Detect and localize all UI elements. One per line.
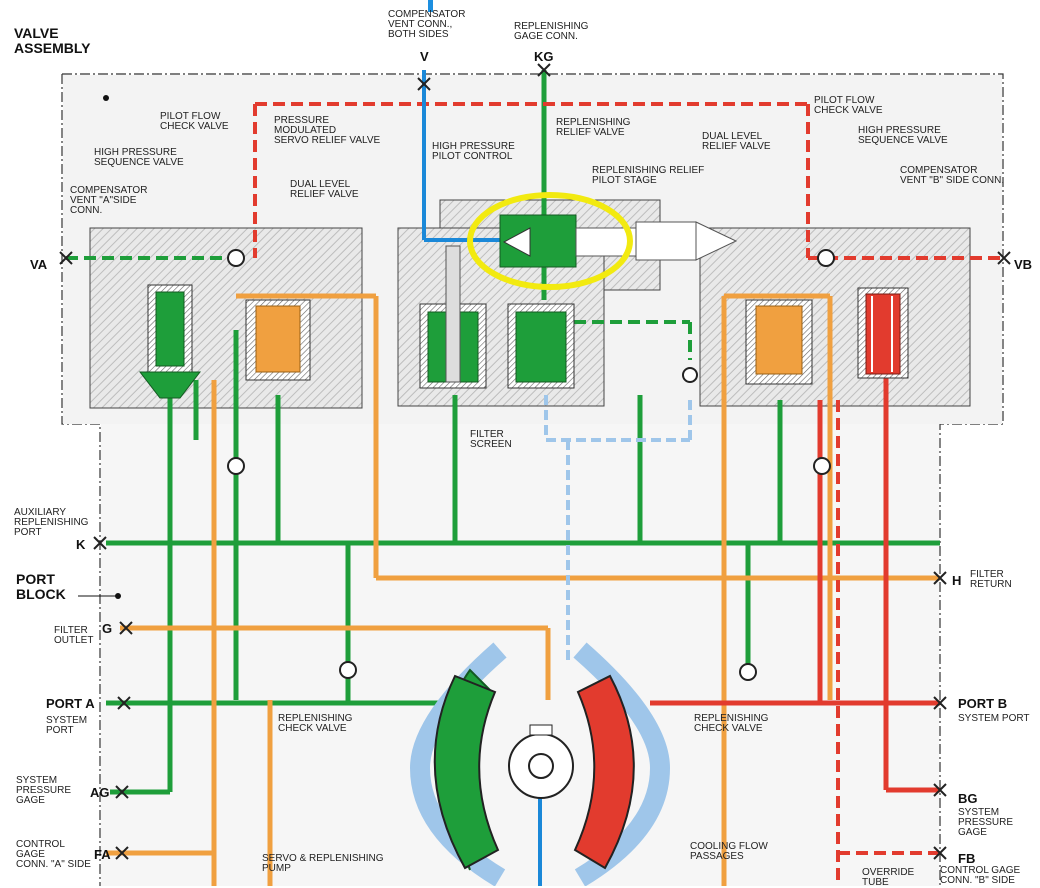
label-va: VA (30, 257, 48, 272)
label-repl-relief-pilot: REPLENISHING RELIEF PILOT STAGE (592, 165, 705, 186)
label-hp-seq-right: HIGH PRESSURE SEQUENCE VALVE (858, 125, 948, 146)
label-port-a: PORT A (46, 696, 95, 711)
label-hp-pilot: HIGH PRESSURE PILOT CONTROL (432, 141, 515, 162)
label-control-gage-b: CONTROL GAGE CONN. "B" SIDE (940, 865, 1021, 886)
accent-bar (428, 0, 433, 12)
valve-assembly-title: VALVE ASSEMBLY (14, 25, 91, 56)
label-comp-a: COMPENSATOR VENT "A"SIDE CONN. (70, 185, 148, 216)
label-k: K (76, 537, 86, 552)
label-h: H (952, 573, 962, 588)
label-repl-gage: REPLENISHING GAGE CONN. (514, 21, 589, 42)
label-override: OVERRIDE TUBE (862, 867, 915, 888)
left-dual-relief-valve (245, 299, 311, 381)
label-repl-relief: REPLENISHING RELIEF VALVE (556, 117, 631, 138)
label-dual-right: DUAL LEVEL RELIEF VALVE (702, 131, 771, 152)
center-valves (419, 245, 575, 389)
label-system-port-b: SYSTEM PORT (958, 713, 1030, 724)
label-pilot-flow-right: PILOT FLOW CHECK VALVE (814, 95, 883, 116)
right-sequence-valve (857, 287, 909, 379)
label-vb: VB (1014, 257, 1033, 272)
label-press-mod: PRESSURE MODULATED SERVO RELIEF VALVE (274, 115, 381, 146)
label-comp-vent-both: COMPENSATOR VENT CONN., BOTH SIDES (388, 9, 466, 40)
label-control-gage-a: CONTROL GAGE CONN. "A" SIDE (16, 839, 91, 870)
label-dual-left: DUAL LEVEL RELIEF VALVE (290, 179, 359, 200)
left-valve-block (89, 227, 363, 409)
label-g: G (102, 621, 113, 636)
label-repl-check-right: REPLENISHING CHECK VALVE (694, 713, 769, 734)
label-filter-return: FILTER RETURN (970, 569, 1012, 590)
label-repl-check-left: REPLENISHING CHECK VALVE (278, 713, 353, 734)
label-filter-outlet: FILTER OUTLET (54, 625, 94, 646)
port-block-title: PORT BLOCK (16, 571, 66, 602)
pump-assembly (409, 642, 671, 886)
label-system-port-a: SYSTEM PORT (46, 715, 88, 736)
highlight-ellipse (467, 192, 633, 290)
top-pilot-housing (439, 199, 661, 291)
label-bg-sub: SYSTEM PRESSURE GAGE (958, 807, 1014, 838)
label-v: V (420, 49, 429, 64)
pilot-check-right (817, 249, 835, 267)
left-sequence-valve (138, 284, 202, 399)
label-fb: FB (958, 851, 976, 866)
label-hp-seq-left: HIGH PRESSURE SEQUENCE VALVE (94, 147, 184, 168)
label-comp-b: COMPENSATOR VENT "B" SIDE CONN. (900, 165, 1005, 186)
label-sys-press-gage: SYSTEM PRESSURE GAGE (16, 775, 72, 806)
right-valve-block (699, 227, 971, 407)
label-cooling: COOLING FLOW PASSAGES (690, 841, 768, 862)
label-filter-screen: FILTER SCREEN (470, 429, 512, 450)
pilot-check-left (227, 249, 245, 267)
pilot-control-valve (499, 214, 738, 268)
label-servo-pump: SERVO & REPLENISHING PUMP (262, 853, 384, 874)
label-fa: FA (94, 847, 111, 862)
right-dual-relief-valve (745, 299, 813, 385)
label-aux-repl: AUXILIARY REPLENISHING PORT (14, 507, 89, 538)
repl-check-right (739, 663, 757, 681)
label-kg: KG (534, 49, 554, 64)
label-pilot-flow-left: PILOT FLOW CHECK VALVE (160, 111, 229, 132)
label-bg: BG (958, 791, 978, 806)
repl-check-left (339, 661, 357, 679)
label-port-b: PORT B (958, 696, 1008, 711)
label-ag: AG (90, 785, 110, 800)
